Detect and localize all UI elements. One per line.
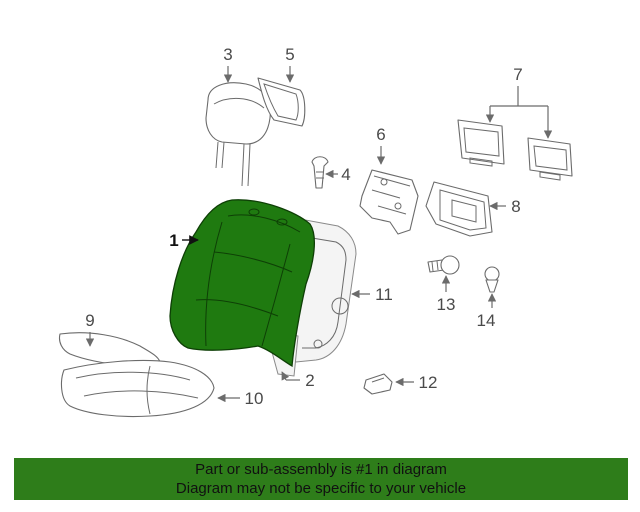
screw-part[interactable] (427, 255, 460, 275)
callout-10: 10 (245, 389, 264, 408)
seatback-cover-part[interactable] (169, 199, 315, 368)
clip-part[interactable] (363, 373, 393, 395)
control-module-part[interactable] (425, 181, 493, 237)
callout-2: 2 (305, 371, 314, 390)
leader-lines (85, 66, 553, 403)
callout-5: 5 (285, 45, 294, 64)
callout-1: 1 (169, 231, 178, 250)
callout-6: 6 (376, 125, 385, 144)
banner-line-disclaimer: Diagram may not be specific to your vehi… (175, 480, 467, 497)
callout-14: 14 (477, 311, 496, 330)
info-banner: Part or sub-assembly is #1 in diagram Di… (14, 458, 628, 500)
seat-cushion-cover-part[interactable] (60, 359, 215, 418)
callout-3: 3 (223, 45, 232, 64)
bracket-part[interactable] (359, 169, 419, 235)
headrest-trim-part[interactable] (257, 77, 306, 127)
seatback-cover-highlight (169, 199, 315, 368)
callout-11: 11 (375, 285, 393, 304)
callout-7: 7 (513, 65, 522, 84)
callout-9: 9 (85, 311, 94, 330)
module-parts[interactable] (457, 119, 573, 181)
banner-line-part-note: Part or sub-assembly is #1 in diagram (195, 461, 447, 478)
callout-12: 12 (419, 373, 438, 392)
callout-8: 8 (511, 197, 520, 216)
callout-13: 13 (437, 295, 456, 314)
pin-part[interactable] (311, 156, 329, 189)
push-clip-part[interactable] (484, 266, 500, 293)
callout-labels: 3 5 6 4 7 8 1 11 13 14 9 2 12 10 (85, 45, 522, 408)
headrest-part[interactable] (205, 82, 271, 187)
callout-4: 4 (341, 165, 350, 184)
